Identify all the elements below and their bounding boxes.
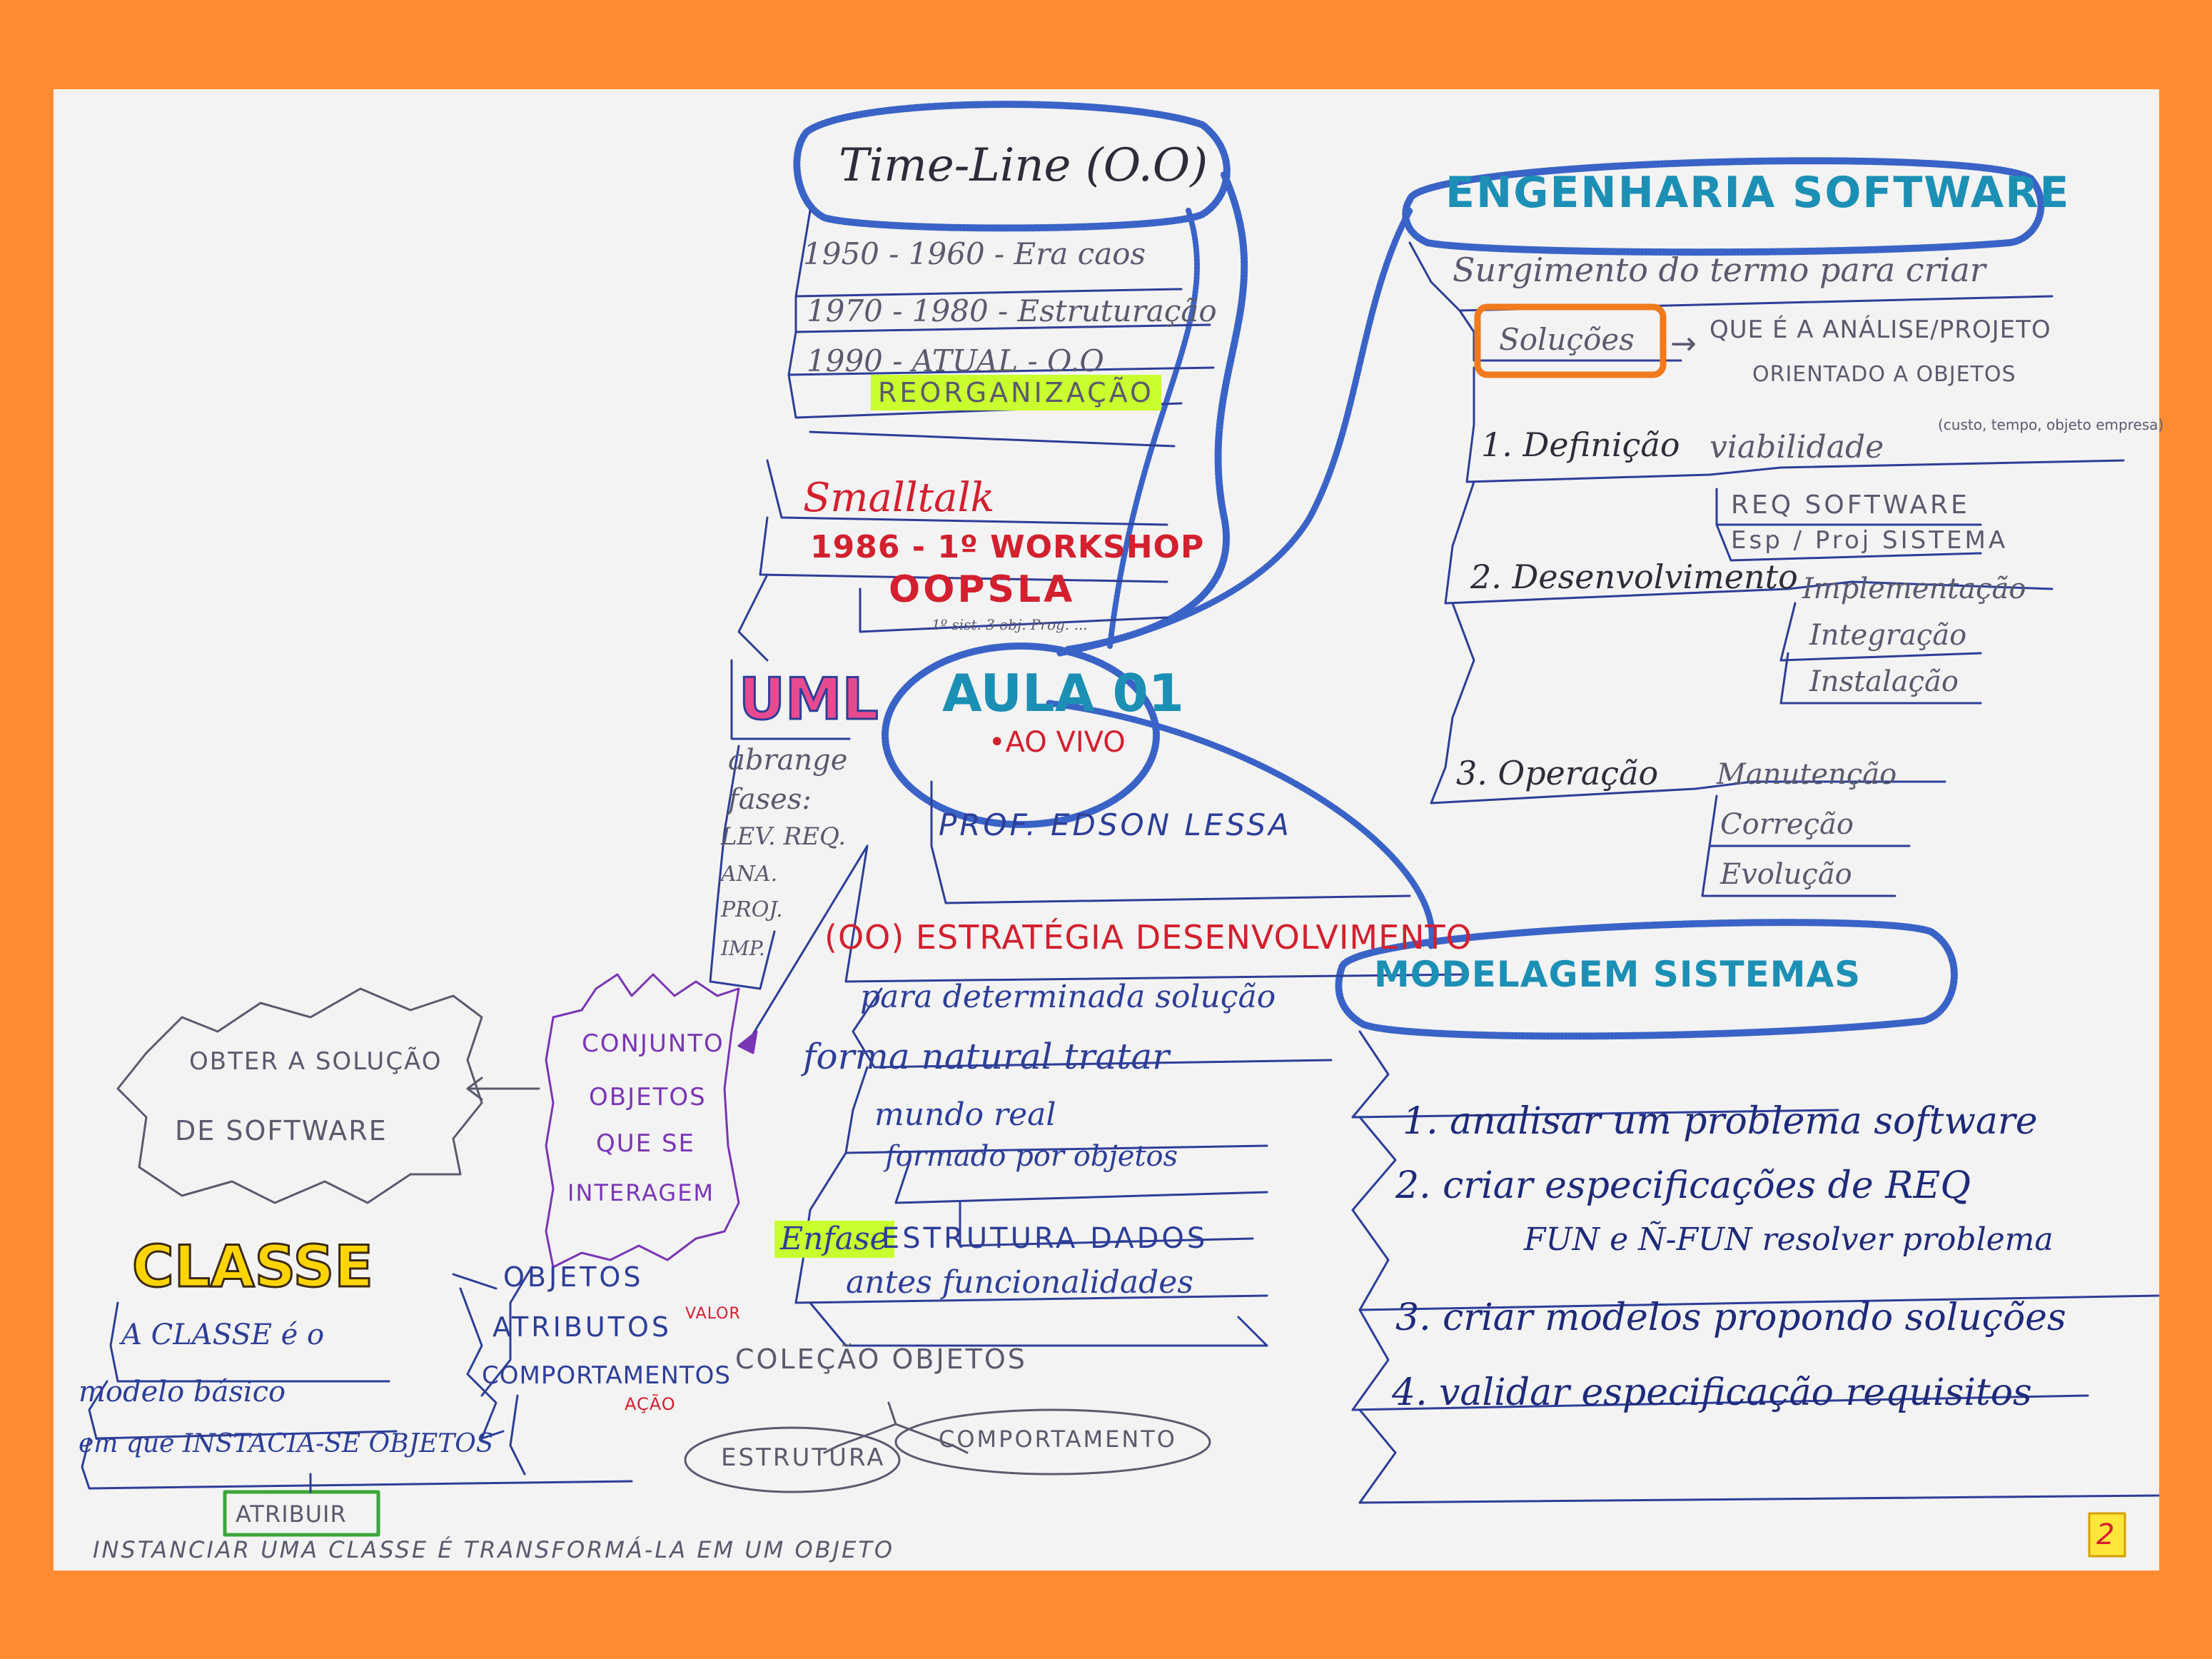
uml-note-3: LEV. REQ. <box>721 822 847 851</box>
oopsla-note: 1º sist. 3 obj. Prog. ... <box>931 616 1088 633</box>
modelagem-title: MODELAGEM SISTEMAS <box>1374 954 1862 995</box>
timeline-oval <box>793 101 1231 232</box>
engenharia-oval <box>1402 157 2045 256</box>
paper-sheet: AULA 01 •AO VIVO PROF. EDSON LESSA Time-… <box>54 89 2163 1570</box>
uml-note-4: ANA. <box>721 862 778 887</box>
timeline-item-1: 1950 - 1960 - Era caos <box>803 236 1146 271</box>
engenharia-intro: Surgimento do termo para criar <box>1453 251 1986 289</box>
center-subtitle: •AO VIVO <box>989 726 1126 759</box>
definicao-label: 1. Definição <box>1481 425 1680 464</box>
modelagem-oval <box>1335 919 1958 1040</box>
solucoes-label: Soluções <box>1499 322 1635 357</box>
classe-title: CLASSE <box>131 1234 375 1300</box>
oopsla-label: OOPSLA <box>889 568 1076 611</box>
desenvolvimento-item-2: Integração <box>1809 619 1967 652</box>
engenharia-arrow-text-2: ORIENTADO A OBJETOS <box>1752 362 2016 387</box>
operacao-item-2: Correção <box>1720 808 1854 841</box>
engenharia-arrow-text-1: QUE É A ANÁLISE/PROJETO <box>1709 316 2051 344</box>
classe-estrutura: ESTRUTURA <box>721 1443 886 1472</box>
classe-description-2: modelo básico <box>79 1376 286 1408</box>
atribuir-label: ATRIBUIR <box>236 1501 347 1528</box>
timeline-tail-2 <box>1107 208 1200 649</box>
estrategia-item-1: para determinada solução <box>860 979 1276 1015</box>
uml-note-6: IMP. <box>721 937 765 960</box>
workshop-label: 1986 - 1º WORKSHOP <box>810 529 1205 565</box>
classe-valor: VALOR <box>685 1305 741 1323</box>
instanciar-note: INSTANCIAR UMA CLASSE É TRANSFORMÁ-LA EM… <box>93 1536 895 1563</box>
operacao-item-3: Evolução <box>1720 858 1852 891</box>
conjunto-box <box>545 973 740 1269</box>
operacao-label: 3. Operação <box>1456 754 1659 792</box>
modelagem-item-2: 2. criar especificações de REQ <box>1395 1164 1971 1207</box>
estrategia-item-2: forma natural tratar <box>803 1036 1170 1077</box>
enfase-rest: ESTRUTURA DADOS <box>882 1222 1208 1255</box>
atribuir-box <box>223 1490 380 1537</box>
estrategia-antes: antes funcionalidades <box>846 1264 1193 1301</box>
classe-colecao: COLEÇÃO OBJETOS <box>735 1343 1027 1375</box>
smalltalk-label: Smalltalk <box>803 475 995 521</box>
estrategia-item-4: formado por objetos <box>885 1140 1178 1173</box>
definicao-item-2: (custo, tempo, objeto empresa) <box>1938 416 2164 433</box>
classe-description-3: em que INSTACIA-SE OBJETOS <box>79 1429 494 1458</box>
engenharia-title: ENGENHARIA SOFTWARE <box>1445 168 2071 218</box>
center-oval <box>882 642 1160 828</box>
timeline-item-3: 1990 - ATUAL - O.O <box>807 343 1104 378</box>
obter-line-2: DE SOFTWARE <box>175 1115 388 1146</box>
modelagem-item-4: 3. criar modelos propondo soluções <box>1395 1296 2066 1339</box>
classe-objetos: OBJETOS <box>503 1261 644 1293</box>
conjunto-line-4: INTERAGEM <box>567 1179 715 1206</box>
modelagem-item-1: 1. analisar um problema software <box>1403 1100 2038 1143</box>
definicao-item-3: REQ SOFTWARE <box>1731 490 1970 520</box>
comportamento-oval <box>894 1408 1211 1476</box>
modelagem-item-3: FUN e Ñ-FUN resolver problema <box>1524 1221 2054 1258</box>
center-title: AULA 01 <box>942 663 1184 723</box>
timeline-title: Time-Line (O.O) <box>839 139 1208 192</box>
uml-note-1: abrange <box>728 744 848 777</box>
definicao-item-1: viabilidade <box>1709 429 1884 465</box>
enfase-label: Enfase <box>774 1221 894 1258</box>
conjunto-line-2: OBJETOS <box>589 1083 707 1111</box>
timeline-item-2: 1970 - 1980 - Estruturação <box>807 293 1217 328</box>
page-number: 2 <box>2096 1518 2115 1551</box>
conjunto-line-3: QUE SE <box>596 1129 696 1158</box>
mindmap-lines <box>81 101 2159 1558</box>
classe-comportamentos: COMPORTAMENTOS <box>482 1361 732 1390</box>
timeline-item-4: REORGANIZAÇÃO <box>871 375 1161 410</box>
modelagem-item-5: 4. validar especificação requisitos <box>1392 1371 2032 1414</box>
uml-note-5: PROJ. <box>721 897 783 922</box>
obter-cloud <box>116 987 483 1204</box>
professor-name: PROF. EDSON LESSA <box>939 807 1292 842</box>
definicao-item-4: Esp / Proj SISTEMA <box>1731 526 2009 555</box>
uml-title: UML <box>738 666 880 732</box>
engenharia-connector <box>1056 207 1413 657</box>
operacao-item-1: Manutenção <box>1717 758 1897 791</box>
estrategia-arc <box>1046 700 1435 949</box>
classe-description-1: A CLASSE é o <box>121 1318 325 1351</box>
classe-acao: AÇÃO <box>625 1394 676 1414</box>
classe-comportamento: COMPORTAMENTO <box>939 1426 1177 1453</box>
obter-line-1: OBTER A SOLUÇÃO <box>189 1047 443 1076</box>
arrow-icon: → <box>1670 326 1697 362</box>
uml-note-2: fases: <box>728 783 812 816</box>
page-number-box <box>2088 1512 2126 1558</box>
estrategia-item-3: mundo real <box>874 1096 1056 1133</box>
solucoes-box <box>1474 303 1667 378</box>
desenvolvimento-label: 2. Desenvolvimento <box>1470 558 1798 596</box>
estrutura-oval <box>684 1426 901 1493</box>
desenvolvimento-item-1: Implementação <box>1802 573 2026 605</box>
desenvolvimento-item-3: Instalação <box>1809 665 1959 698</box>
classe-atributos: ATRIBUTOS <box>493 1311 672 1343</box>
estrategia-title: (OO) ESTRATÉGIA DESENVOLVIMENTO <box>824 918 1473 957</box>
conjunto-line-1: CONJUNTO <box>582 1029 724 1058</box>
